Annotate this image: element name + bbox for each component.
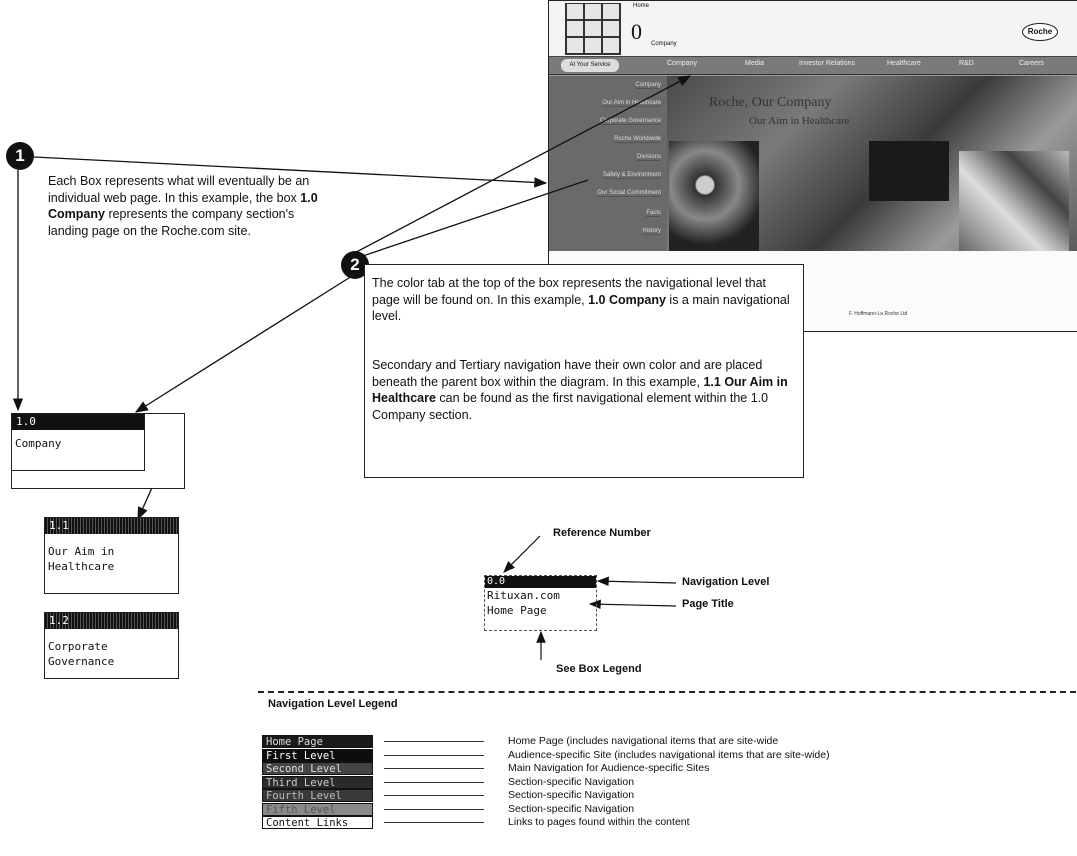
page-box-title: Corporate Governance xyxy=(45,629,178,675)
legend-connector-line xyxy=(384,755,484,756)
page-box-ref: 1.2 xyxy=(45,613,178,629)
legend-swatch: Fourth Level xyxy=(262,789,373,802)
arrow-callout2-to-navtab xyxy=(345,76,690,258)
callout-1-text: Each Box represents what will eventually… xyxy=(48,173,318,239)
callout-2-p1-bold: 1.0 Company xyxy=(588,293,666,307)
page-title-label: Page Title xyxy=(682,598,734,610)
legend-description: Section-specific Navigation xyxy=(508,776,634,789)
callout-1-text-a: Each Box represents what will eventually… xyxy=(48,174,309,205)
navigation-legend-title: Navigation Level Legend xyxy=(268,698,398,710)
legend-connector-line xyxy=(384,741,484,742)
arrow-callout2-to-box1 xyxy=(136,276,352,412)
legend-swatch: Content Links xyxy=(262,816,373,829)
legend-swatch: Second Level xyxy=(262,762,373,775)
legend-connector-line xyxy=(384,795,484,796)
legend-description: Section-specific Navigation xyxy=(508,789,634,802)
arrow-callout2-to-leftnav xyxy=(345,180,588,262)
legend-divider xyxy=(258,691,1076,693)
page-box-corporate-governance: 1.2 Corporate Governance xyxy=(44,612,179,679)
legend-description: Section-specific Navigation xyxy=(508,803,634,816)
legend-description: Links to pages found within the content xyxy=(508,816,690,829)
legend-description: Audience-specific Site (includes navigat… xyxy=(508,749,830,762)
page-box-our-aim: 1.1 Our Aim in Healthcare xyxy=(44,517,179,594)
callout-1-marker: 1 xyxy=(6,142,34,170)
page-box-company: 1.0 Company xyxy=(11,413,145,471)
see-box-legend-label: See Box Legend xyxy=(556,663,642,675)
arrow-navigation-level xyxy=(598,581,676,583)
legend-connector-line xyxy=(384,768,484,769)
callout-2-box: The color tab at the top of the box repr… xyxy=(364,264,804,478)
page-box-title: Company xyxy=(12,430,144,457)
legend-swatch: First Level xyxy=(262,749,373,762)
callout-2-paragraph-2: Secondary and Tertiary navigation have t… xyxy=(372,357,792,423)
legend-connector-line xyxy=(384,782,484,783)
legend-swatch: Home Page xyxy=(262,735,373,748)
legend-connector-line xyxy=(384,809,484,810)
legend-swatch: Fifth Level xyxy=(262,803,373,816)
page-box-ref: 1.0 xyxy=(12,414,144,430)
page-box-ref: 1.1 xyxy=(45,518,178,534)
legend-description: Home Page (includes navigational items t… xyxy=(508,735,778,748)
example-page-box-ref: 0.0 xyxy=(485,576,596,588)
legend-connector-line xyxy=(384,822,484,823)
example-page-box-line1: Rituxan.com xyxy=(485,588,596,603)
page-box-title: Our Aim in Healthcare xyxy=(45,534,178,580)
arrow-reference-number xyxy=(504,536,540,572)
example-page-box: 0.0 Rituxan.com Home Page xyxy=(484,575,597,631)
example-page-box-line2: Home Page xyxy=(485,603,596,618)
legend-swatch: Third Level xyxy=(262,776,373,789)
arrow-page-title xyxy=(590,604,676,606)
reference-number-label: Reference Number xyxy=(553,527,651,539)
callout-2-paragraph-1: The color tab at the top of the box repr… xyxy=(372,275,792,325)
legend-description: Main Navigation for Audience-specific Si… xyxy=(508,762,709,775)
navigation-level-label: Navigation Level xyxy=(682,576,769,588)
